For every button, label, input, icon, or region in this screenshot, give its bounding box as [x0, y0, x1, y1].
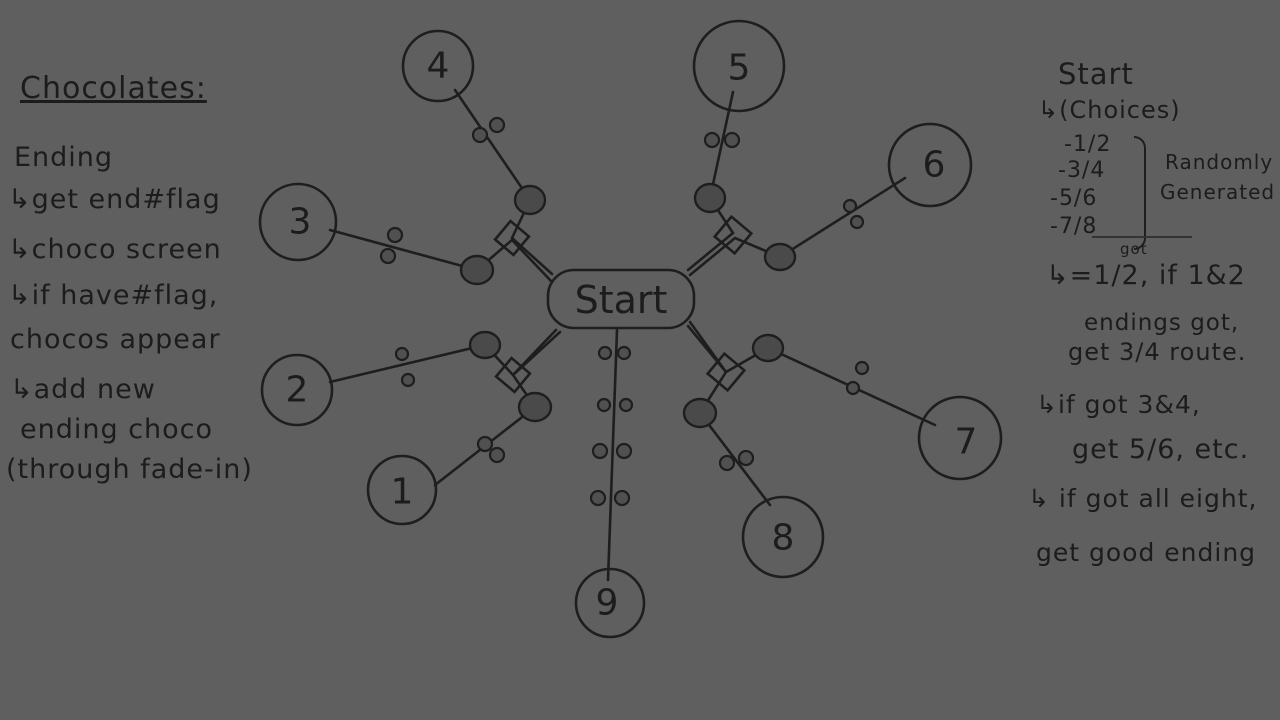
chocolates	[459, 182, 797, 429]
node-3-label: 3	[289, 202, 312, 243]
note-line: ↳if got 3&4,	[1036, 390, 1201, 419]
choice-item: -5/6	[1050, 186, 1098, 211]
node-1-label: 1	[391, 472, 414, 513]
chocolate	[693, 182, 727, 214]
note-line: Ending	[14, 142, 114, 173]
connector-2	[328, 328, 558, 384]
connector-5	[686, 90, 735, 272]
chocolate	[513, 184, 547, 216]
node-5-label: 5	[728, 48, 751, 89]
note-line: ↳add new	[10, 374, 156, 405]
connector-7	[688, 320, 937, 427]
connector-3	[328, 228, 554, 284]
note-line: ↳ if got all eight,	[1028, 484, 1258, 513]
start-node: Start	[546, 268, 696, 330]
chocolate	[468, 330, 502, 360]
bracket-note: Generated	[1160, 180, 1276, 204]
note-line: get 3/4 route.	[1068, 338, 1247, 366]
decision-diamonds	[493, 214, 754, 394]
diamond	[493, 219, 531, 257]
diamond	[494, 356, 532, 394]
chocolate	[682, 397, 718, 429]
node-6-label: 6	[923, 145, 946, 186]
ending-nodes: 1 2 3 4 5 6 7 8 9	[258, 19, 1003, 639]
note-line: (through fade-in)	[6, 454, 253, 485]
chocolate	[763, 242, 797, 272]
note-line: ↳if have#flag,	[8, 280, 219, 311]
diamond	[705, 351, 747, 393]
path-markers	[379, 116, 870, 507]
node-4-label: 4	[427, 46, 450, 87]
node-7-label: 7	[955, 422, 978, 463]
bracket-note: Randomly	[1165, 150, 1274, 174]
chocolate	[517, 391, 553, 423]
choices-label: ↳(Choices)	[1038, 96, 1181, 124]
divider	[1092, 236, 1192, 238]
start-heading: Start	[1058, 57, 1134, 91]
connector-4	[453, 88, 554, 276]
note-line: get good ending	[1036, 538, 1257, 567]
note-line: ↳=1/2, if 1&2	[1046, 260, 1246, 291]
got-label: got	[1120, 240, 1148, 258]
note-line: ending choco	[20, 414, 214, 445]
diamond	[712, 214, 754, 256]
note-line: get 5/6, etc.	[1072, 434, 1250, 465]
bracket	[1134, 136, 1146, 250]
choice-item: -3/4	[1058, 158, 1106, 183]
node-8-label: 8	[772, 518, 795, 559]
choice-item: -7/8	[1050, 214, 1098, 239]
connector-6	[688, 176, 907, 277]
note-line: chocos appear	[10, 324, 221, 355]
connector-9	[606, 328, 619, 582]
note-line: ↳get end#flag	[8, 184, 221, 215]
chocolates-heading: Chocolates:	[20, 71, 207, 106]
note-line: endings got,	[1084, 310, 1240, 336]
choice-item: -1/2	[1064, 132, 1112, 157]
node-2-label: 2	[286, 370, 309, 411]
node-9-label: 9	[596, 583, 619, 624]
start-label: Start	[575, 278, 668, 322]
chocolate	[459, 254, 495, 286]
connector-8	[686, 324, 772, 507]
chocolate	[751, 333, 785, 363]
note-line: ↳choco screen	[8, 234, 222, 265]
connectors	[328, 88, 937, 582]
